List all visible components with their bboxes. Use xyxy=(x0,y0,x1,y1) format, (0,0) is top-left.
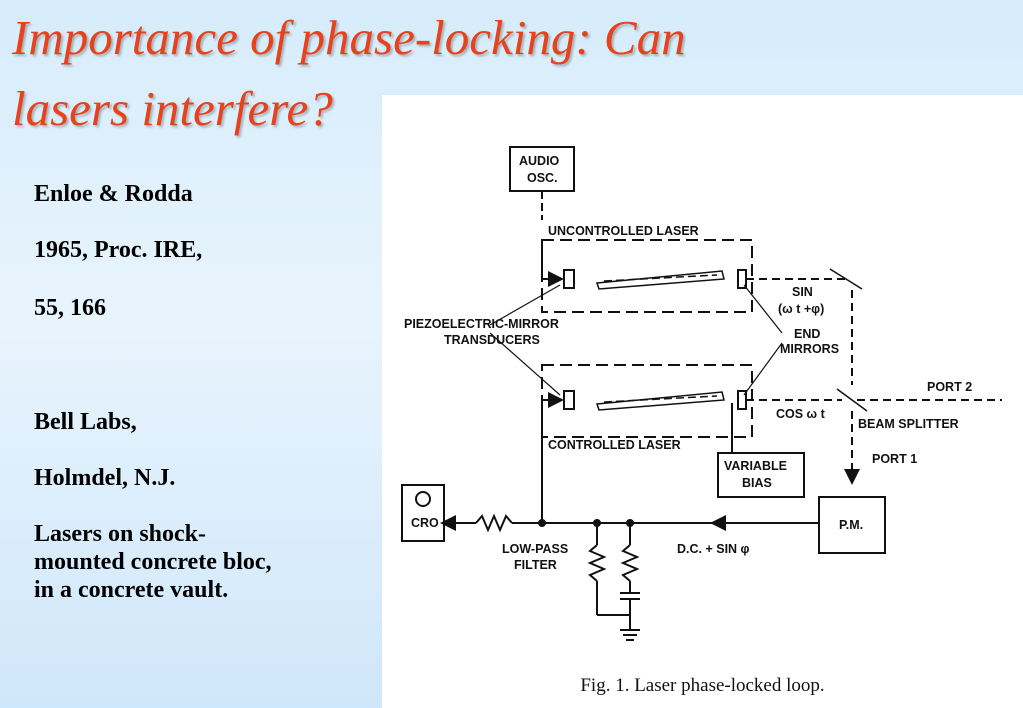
port1-label: PORT 1 xyxy=(872,452,917,466)
schematic-diagram: AUDIO OSC. UNCONTROLLED LASER SIN (ω t +… xyxy=(401,146,1002,641)
location-text: Holmdel, N.J. xyxy=(34,465,176,491)
slide-title: Importance of phase-locking: Can lasers … xyxy=(12,2,872,144)
phase-locked-loop-figure: AUDIO OSC. UNCONTROLLED LASER SIN (ω t +… xyxy=(382,95,1023,708)
setup-text-line-2: mounted concrete bloc, xyxy=(34,549,272,575)
volume-text: 55, 166 xyxy=(34,295,106,321)
end-mirrors-label-2: MIRRORS xyxy=(780,342,839,356)
sin-label-1: SIN xyxy=(792,285,813,299)
controlled-laser-tube xyxy=(595,391,725,411)
uncontrolled-laser-label: UNCONTROLLED LASER xyxy=(548,224,699,238)
pm-label: P.M. xyxy=(839,518,863,532)
pm-box xyxy=(818,496,886,554)
variable-bias-box xyxy=(717,452,805,498)
variable-bias-label-2: BIAS xyxy=(742,476,772,490)
cos-label: COS ω t xyxy=(776,407,826,421)
lowpass-label-1: LOW-PASS xyxy=(502,542,568,556)
lowpass-label-2: FILTER xyxy=(514,558,557,572)
uncontrolled-transducer xyxy=(563,269,575,289)
cro-box xyxy=(401,484,445,542)
cro-label: CRO xyxy=(411,516,439,530)
dc-sin-label: D.C. + SIN φ xyxy=(677,542,750,556)
reference-notes: Enloe & Rodda 1965, Proc. IRE, 55, 166 B… xyxy=(34,180,374,604)
piezo-label-1: PIEZOELECTRIC-MIRROR xyxy=(404,317,559,331)
sin-label-2: (ω t +φ) xyxy=(778,302,824,316)
controlled-transducer xyxy=(563,390,575,410)
setup-text-line-3: in a concrete vault. xyxy=(34,577,229,603)
lab-text: Bell Labs, xyxy=(34,409,137,435)
figure-caption: Fig. 1. Laser phase-locked loop. xyxy=(580,675,825,696)
port2-label: PORT 2 xyxy=(927,380,972,394)
setup-text-line-1: Lasers on shock- xyxy=(34,521,207,547)
beam-splitter-label: BEAM SPLITTER xyxy=(858,417,959,431)
audio-osc-label-2: OSC. xyxy=(527,171,558,185)
filter-resistor xyxy=(587,544,607,582)
citation-text: 1965, Proc. IRE, xyxy=(34,237,203,263)
filter-resistor-2 xyxy=(620,544,640,582)
series-resistor xyxy=(475,513,513,533)
slide-title-line-1: Importance of phase-locking: Can xyxy=(12,10,686,65)
slide-title-line-2: lasers interfere? xyxy=(12,81,333,136)
end-mirrors-label-1: END xyxy=(794,327,820,341)
piezo-label-2: TRANSDUCERS xyxy=(444,333,540,347)
authors-text: Enloe & Rodda xyxy=(34,181,193,207)
controlled-laser-label: CONTROLLED LASER xyxy=(548,438,681,452)
uncontrolled-laser-tube xyxy=(595,270,725,290)
variable-bias-label-1: VARIABLE xyxy=(724,459,787,473)
audio-osc-label-1: AUDIO xyxy=(519,154,560,168)
